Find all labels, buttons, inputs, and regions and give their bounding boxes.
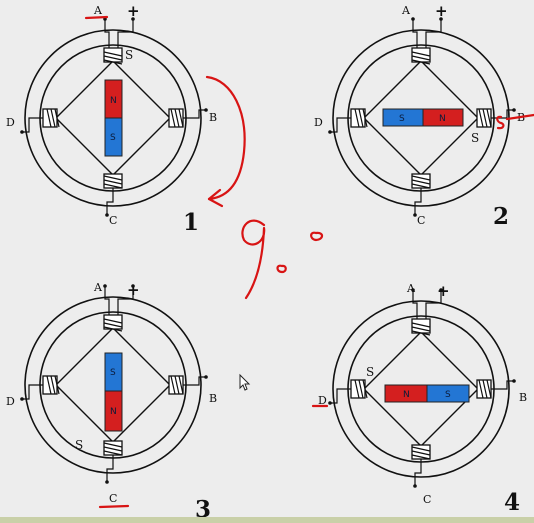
underline-a-diagram-1 [84, 15, 109, 20]
diagram-number: 4 [504, 489, 520, 516]
motor-diagram-2: A + B C D S S N 2 [314, 2, 525, 230]
diagram-number: 2 [493, 203, 509, 230]
terminal-a-label: A [93, 281, 103, 294]
terminal-plus-label: + [127, 281, 140, 299]
bottom-edge-strip [0, 517, 534, 523]
terminal-d-label: D [6, 116, 15, 129]
stator-pole-label: S [471, 131, 479, 145]
terminal-plus-label: + [435, 2, 448, 20]
magnet-segment-south [426, 384, 470, 403]
mouse-cursor-icon [239, 373, 251, 391]
terminal-plus-label: + [127, 2, 140, 20]
magnet-south-label: S [110, 133, 116, 143]
motor-diagram-4: A + B C D S N S 4 [318, 282, 527, 516]
underline-c-diagram-3 [98, 504, 130, 509]
magnet-south-label: S [110, 368, 116, 378]
magnet-segment-north [422, 108, 464, 127]
terminal-d-label: D [6, 395, 15, 408]
terminal-b-label: B [519, 391, 527, 404]
diagram-number: 3 [195, 496, 211, 523]
stator-pole-label: S [75, 438, 83, 452]
handwritten-ninety [241, 219, 266, 300]
mark-b-diagram-2 [496, 113, 534, 130]
terminal-c-label: C [109, 492, 117, 505]
terminal-a-label: A [406, 282, 416, 295]
terminal-c-label: C [417, 214, 425, 227]
magnet-north-label: N [110, 407, 117, 417]
terminal-c-label: C [109, 214, 117, 227]
terminal-plus-label: + [437, 282, 450, 300]
magnet-south-label: S [399, 114, 405, 124]
rotor-magnet: N S [104, 79, 123, 157]
rotor-magnet: S N [104, 352, 123, 432]
magnet-north-label: N [439, 114, 446, 124]
handwritten-degree-mark [310, 231, 324, 242]
stator-pole-label: S [366, 365, 374, 379]
rotor-magnet: N S [384, 384, 470, 403]
magnet-north-label: N [403, 390, 410, 400]
motor-diagram-3: A + B C D S S N 3 [6, 281, 217, 523]
magnet-segment-south [104, 117, 123, 157]
terminal-d-label: D [318, 394, 327, 407]
terminal-a-label: A [401, 4, 411, 17]
motor-diagram-1: A + B C D S N S 1 [6, 2, 217, 236]
rotation-arrow [205, 75, 246, 201]
terminal-b-label: B [209, 111, 217, 124]
stator-pole-label: S [125, 48, 133, 62]
terminal-d-label: D [314, 116, 323, 129]
terminal-a-label: A [93, 4, 103, 17]
diagram-number: 1 [183, 209, 199, 236]
terminal-b-label: B [209, 392, 217, 405]
handwritten-small-loop [276, 264, 287, 274]
rotor-magnet: S N [382, 108, 464, 127]
magnet-south-label: S [445, 390, 451, 400]
rotation-arrowhead [207, 188, 224, 208]
magnet-segment-north [104, 390, 123, 432]
terminal-c-label: C [423, 493, 431, 506]
magnet-north-label: N [110, 96, 117, 106]
red-ink-annotations [84, 15, 534, 509]
